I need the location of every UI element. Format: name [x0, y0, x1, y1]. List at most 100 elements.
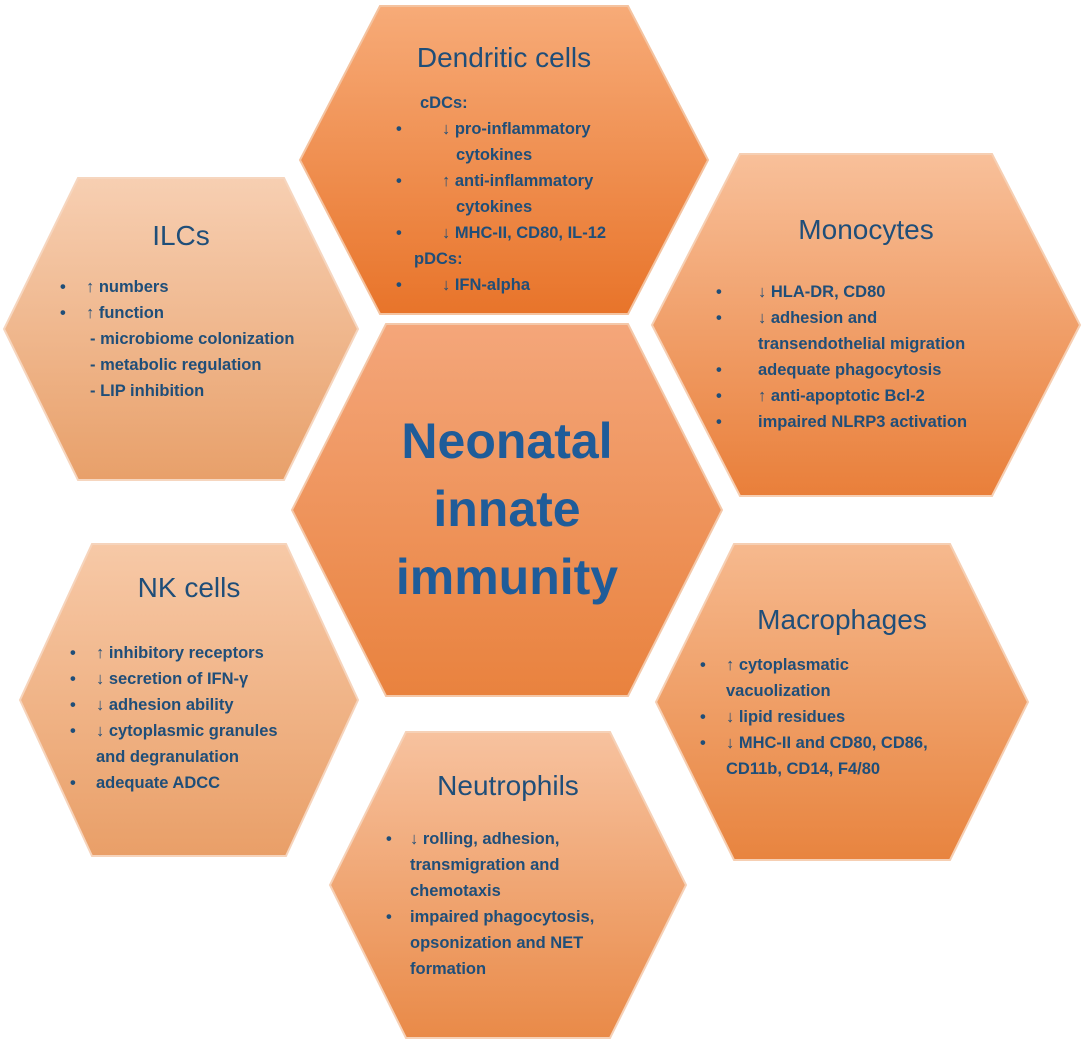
nk-item-text: ↓ secretion of IFN-γ [96, 670, 249, 688]
dendritic-list-item: • ↓ MHC-II, CD80, IL-12 [396, 220, 606, 246]
bullet-icon: • [700, 656, 706, 674]
macrophages-item-text: ↓ MHC-II and CD80, CD86, [726, 734, 928, 752]
bullet-icon: • [60, 278, 66, 296]
ilcs-item-text: ↑ function [86, 304, 164, 322]
monocytes-item-text: adequate phagocytosis [758, 361, 942, 379]
nk-list-item: • ↑ inhibitory receptors [70, 640, 278, 666]
ilcs-item-text: - microbiome colonization [90, 330, 295, 348]
hexagon-shape [18, 543, 360, 857]
neutrophils-item-text: impaired phagocytosis, [410, 908, 595, 926]
nk-item-text: ↓ cytoplasmic granules [96, 722, 278, 740]
bullet-icon: • [396, 276, 402, 294]
neutrophils-item-text: chemotaxis [410, 882, 501, 900]
dendritic-list: •cDCs:•↓ pro-inflammatory•cytokines•↑ an… [396, 90, 606, 298]
bullet-icon: • [396, 120, 402, 138]
ilcs-title: ILCs [152, 220, 210, 251]
center-title-line-2: innate [433, 481, 581, 537]
macrophages-list-item: •↓ lipid residues [700, 704, 928, 730]
macrophages-item-text: ↑ cytoplasmatic [726, 656, 849, 674]
monocytes-list-item: • ↓ adhesion and [716, 305, 967, 331]
nk-list-item: •↓ secretion of IFN-γ [70, 666, 278, 692]
bullet-icon: • [70, 774, 76, 792]
dendritic-item-text: cytokines [456, 146, 533, 164]
dendritic-item-text: cytokines [456, 198, 533, 216]
dendritic-list-item: •↑ anti-inflammatory [396, 168, 606, 194]
monocytes-list-item: •impaired NLRP3 activation [716, 409, 967, 435]
neutrophils-list-item: •chemotaxis [386, 878, 594, 904]
bullet-icon: • [716, 361, 722, 379]
bullet-icon: • [70, 644, 76, 662]
hexagon-shape [2, 177, 360, 481]
macrophages-list: •↑ cytoplasmatic•vacuolization•↓ lipid r… [700, 652, 928, 782]
hexagon-shape [654, 543, 1030, 861]
bullet-icon: • [716, 283, 722, 301]
hex-nk-cells: NK cells •↑ inhibitory receptors•↓ secre… [18, 542, 360, 858]
ilcs-list-item: •- microbiome colonization [60, 326, 294, 352]
neutrophils-item-text: transmigration and [410, 856, 560, 874]
dendritic-list-item: •cDCs: [396, 90, 606, 116]
monocytes-title: Monocytes [798, 214, 934, 245]
hexagon-shape [290, 323, 724, 697]
nk-title: NK cells [137, 572, 241, 603]
bullet-icon: • [716, 413, 722, 431]
bullet-icon: • [386, 908, 392, 926]
neutrophils-item-text: formation [410, 960, 487, 978]
monocytes-list-item: •↓ HLA-DR, CD80 [716, 279, 967, 305]
nk-list-item: •↓ adhesion ability [70, 692, 278, 718]
neutrophils-item-text: opsonization and NET [410, 934, 584, 952]
ilcs-item-text: - metabolic regulation [90, 356, 262, 374]
macrophages-item-text: vacuolization [726, 682, 831, 700]
macrophages-list-item: • ↓ MHC-II and CD80, CD86, [700, 730, 928, 756]
dendritic-item-text: ↓ IFN-alpha [442, 276, 531, 294]
macrophages-list-item: •CD11b, CD14, F4/80 [700, 756, 928, 782]
bullet-icon: • [716, 387, 722, 405]
bullet-icon: • [386, 830, 392, 848]
neutrophils-item-text: ↓ rolling, adhesion, [410, 830, 560, 848]
neutrophils-list-item: • impaired phagocytosis, [386, 904, 594, 930]
hex-monocytes: Monocytes •↓ HLA-DR, CD80•↓ adhesion and… [650, 152, 1082, 498]
monocytes-item-text: transendothelial migration [758, 335, 966, 353]
macrophages-item-text: CD11b, CD14, F4/80 [726, 760, 881, 778]
nk-list-item: • adequate ADCC [70, 770, 278, 796]
nk-list-item: •↓ cytoplasmic granules [70, 718, 278, 744]
dendritic-item-text: cDCs: [420, 94, 468, 112]
ilcs-list: • ↑ numbers • ↑ function •- microbiome colon… [60, 274, 294, 404]
dendritic-list-item: •cytokines [396, 194, 606, 220]
ilcs-item-text: - LIP inhibition [90, 382, 205, 400]
macrophages-list-item: •vacuolization [700, 678, 928, 704]
macrophages-title: Macrophages [757, 604, 927, 635]
hexagon-shape [650, 153, 1082, 497]
hex-center: Neonatal innate immunity [290, 322, 724, 698]
dendritic-item-text: ↓ MHC-II, CD80, IL-12 [442, 224, 607, 242]
monocytes-item-text: ↓ adhesion and [758, 309, 878, 327]
hex-macrophages: Macrophages •↑ cytoplasmatic•vacuolizati… [654, 542, 1030, 862]
nk-item-text: ↑ inhibitory receptors [96, 644, 264, 662]
bullet-icon: • [700, 708, 706, 726]
monocytes-list-item: • adequate phagocytosis [716, 357, 967, 383]
nk-list-item: •and degranulation [70, 744, 278, 770]
neutrophils-list-item: • ↓ rolling, adhesion, [386, 826, 594, 852]
dendritic-item-text: ↑ anti-inflammatory [442, 172, 594, 190]
monocytes-list-item: •↑ anti-apoptotic Bcl-2 [716, 383, 967, 409]
bullet-icon: • [700, 734, 706, 752]
bullet-icon: • [70, 696, 76, 714]
bullet-icon: • [396, 224, 402, 242]
neutrophils-list-item: •opsonization and NET [386, 930, 594, 956]
nk-item-text: adequate ADCC [96, 774, 221, 792]
ilcs-list-item: • ↑ numbers [60, 274, 294, 300]
nk-item-text: and degranulation [96, 748, 240, 766]
ilcs-list-item: •- LIP inhibition [60, 378, 294, 404]
dendritic-list-item: •cytokines [396, 142, 606, 168]
ilcs-list-item: •- metabolic regulation [60, 352, 294, 378]
dendritic-list-item: •pDCs: [396, 246, 606, 272]
center-title-line-3: immunity [395, 549, 619, 605]
bullet-icon: • [716, 309, 722, 327]
dendritic-item-text: pDCs: [414, 250, 463, 268]
ilcs-item-text: ↑ numbers [86, 278, 169, 296]
bullet-icon: • [60, 304, 66, 322]
center-title-line-1: Neonatal [401, 413, 613, 469]
hexagon-shape [328, 731, 688, 1039]
ilcs-list-item: • ↑ function [60, 300, 294, 326]
neutrophils-list: • ↓ rolling, adhesion, • transmigration and… [386, 826, 594, 982]
